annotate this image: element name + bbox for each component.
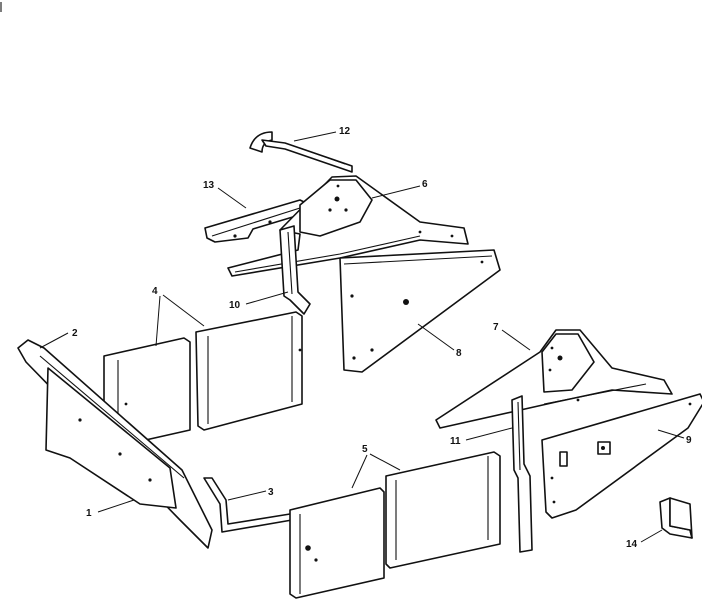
callout-10: 10 — [229, 300, 241, 311]
leader-2 — [39, 332, 69, 349]
callout-11: 11 — [450, 436, 461, 447]
leader-4a — [155, 295, 161, 347]
part-8-plate — [339, 249, 501, 373]
leader-3 — [227, 490, 267, 501]
callout-9: 9 — [686, 435, 692, 446]
part-11-channel — [511, 395, 533, 553]
part-3-rod — [203, 477, 293, 533]
part-14-bracket — [659, 497, 693, 539]
callout-12: 12 — [339, 126, 351, 137]
callout-2: 2 — [72, 328, 78, 339]
callout-4: 4 — [152, 286, 158, 297]
part-5-panels — [289, 451, 501, 599]
callout-8: 8 — [456, 348, 462, 359]
leader-10 — [245, 291, 289, 305]
leader-6 — [371, 185, 421, 199]
leader-11 — [465, 427, 513, 441]
leader-14 — [640, 529, 663, 543]
leader-7 — [501, 329, 531, 351]
leader-5b — [369, 453, 401, 471]
part-6-frame — [227, 175, 469, 277]
part-9-plate — [541, 393, 702, 519]
callout-5: 5 — [362, 444, 368, 455]
callout-14: 14 — [626, 539, 638, 550]
callout-13: 13 — [203, 180, 215, 191]
leader-9 — [657, 429, 685, 439]
callout-6: 6 — [422, 179, 428, 190]
leader-lines — [39, 131, 685, 543]
leader-8 — [417, 323, 455, 351]
callout-3: 3 — [268, 487, 274, 498]
part-1-plate — [45, 367, 177, 509]
callout-7: 7 — [493, 322, 499, 333]
leader-13 — [217, 187, 247, 209]
part-12-bracket — [249, 131, 353, 173]
callout-1: 1 — [86, 508, 92, 519]
leader-4b — [162, 294, 205, 327]
leader-12 — [293, 131, 337, 142]
leader-5a — [351, 454, 368, 489]
leader-1 — [97, 499, 135, 513]
part-13-rail — [204, 199, 307, 243]
